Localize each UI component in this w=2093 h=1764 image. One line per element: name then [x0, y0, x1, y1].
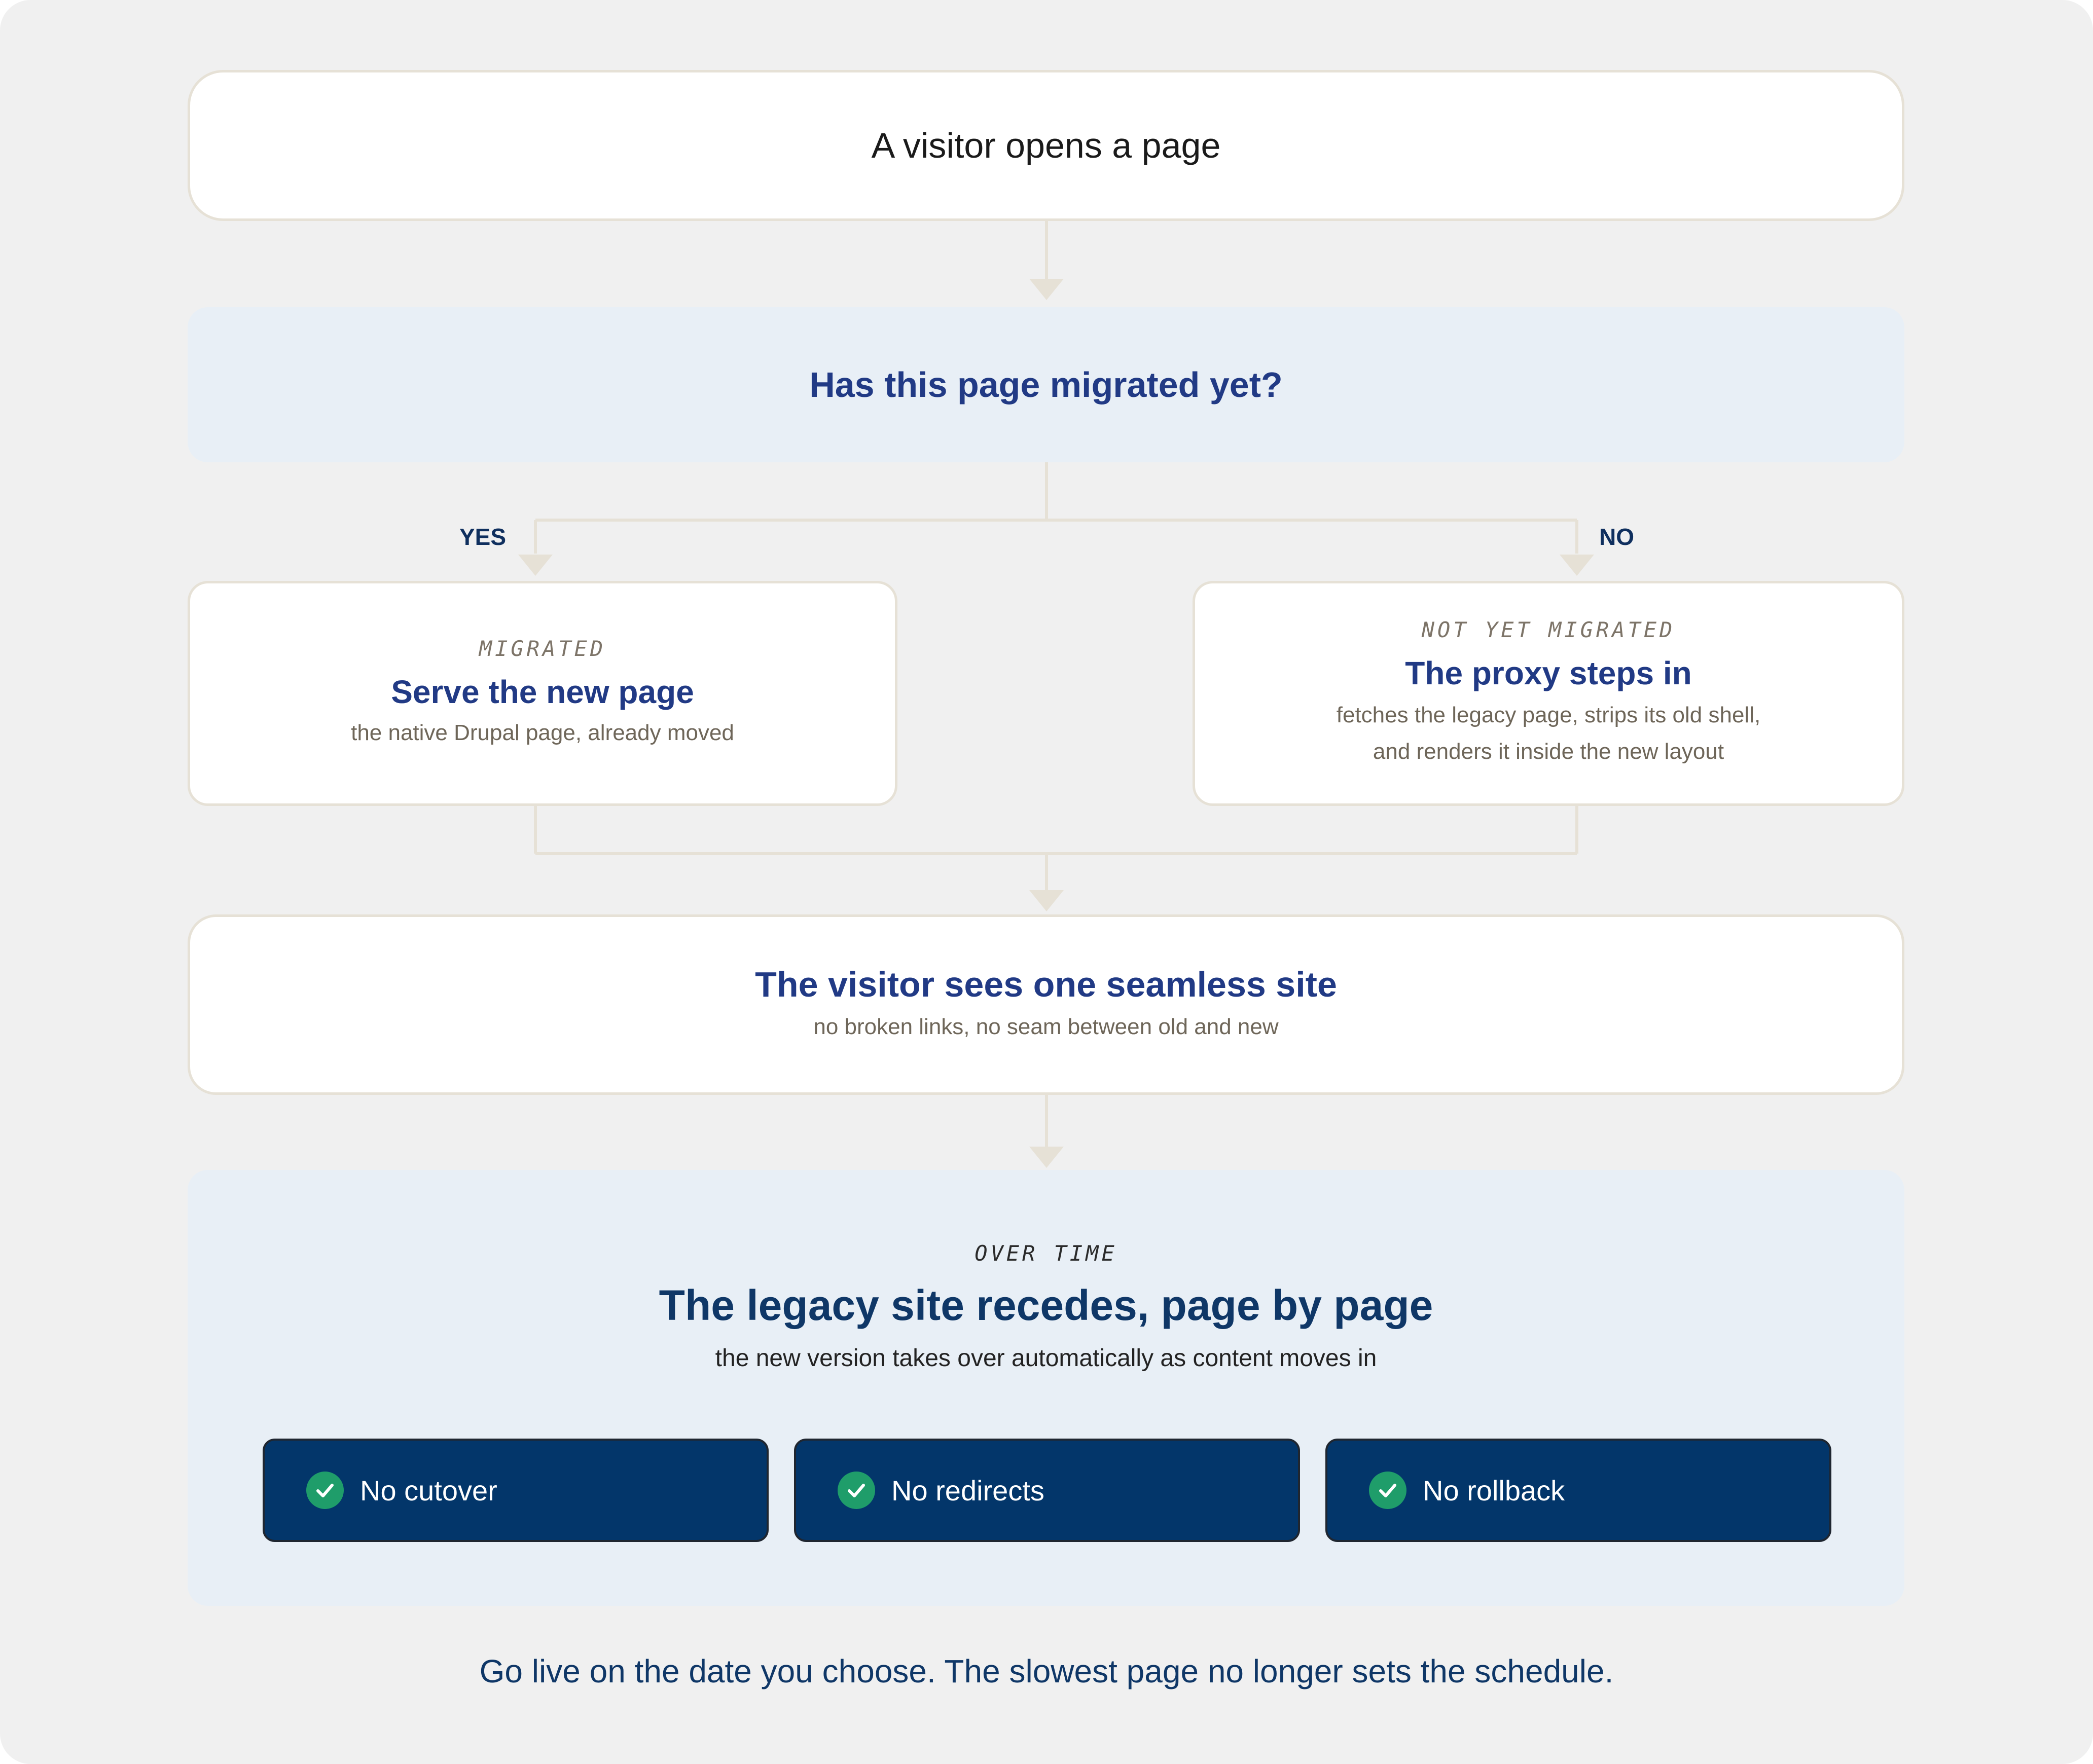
over-time-eyebrow: OVER TIME	[975, 1241, 1117, 1266]
check-circle-icon	[838, 1472, 875, 1509]
benefit-no-redirects: No redirects	[794, 1439, 1300, 1542]
result-subtitle: no broken links, no seam between old and…	[813, 1014, 1279, 1039]
arrow-down-icon	[1560, 555, 1594, 576]
yes-branch-label: YES	[459, 524, 507, 550]
result-title: The visitor sees one seamless site	[755, 965, 1337, 1004]
benefit-label: No cutover	[360, 1474, 497, 1506]
not-migrated-title: The proxy steps in	[1405, 654, 1692, 691]
footer-statement: Go live on the date you choose. The slow…	[479, 1653, 1614, 1689]
benefit-label: No rollback	[1423, 1474, 1565, 1506]
arrow-down-icon	[1029, 279, 1064, 300]
over-time-title: The legacy site recedes, page by page	[659, 1281, 1433, 1329]
start-label: A visitor opens a page	[871, 126, 1221, 165]
benefit-no-cutover: No cutover	[263, 1439, 769, 1542]
over-time-subtitle: the new version takes over automatically…	[715, 1345, 1377, 1372]
migrated-subtitle: the native Drupal page, already moved	[351, 720, 734, 745]
result-node: The visitor sees one seamless site no br…	[188, 914, 1904, 1095]
not-migrated-line-2: and renders it inside the new layout	[1373, 739, 1724, 764]
decision-node: Has this page migrated yet?	[188, 307, 1904, 462]
migrated-title: Serve the new page	[391, 673, 694, 710]
not-migrated-eyebrow: NOT YET MIGRATED	[1421, 617, 1676, 642]
check-circle-icon	[1369, 1472, 1406, 1509]
arrow-down-icon	[1029, 890, 1064, 911]
no-branch-label: NO	[1599, 524, 1634, 550]
not-migrated-line-1: fetches the legacy page, strips its old …	[1336, 702, 1761, 727]
arrow-down-icon	[518, 555, 553, 576]
decision-question: Has this page migrated yet?	[809, 365, 1283, 405]
arrow-down-icon	[1029, 1147, 1064, 1168]
migrated-eyebrow: MIGRATED	[479, 636, 606, 661]
check-circle-icon	[306, 1472, 344, 1509]
benefit-label: No redirects	[891, 1474, 1044, 1506]
start-node: A visitor opens a page	[188, 70, 1904, 221]
not-migrated-node: NOT YET MIGRATED The proxy steps in fetc…	[1193, 581, 1904, 806]
benefit-no-rollback: No rollback	[1325, 1439, 1831, 1542]
migrated-node: MIGRATED Serve the new page the native D…	[188, 581, 897, 806]
